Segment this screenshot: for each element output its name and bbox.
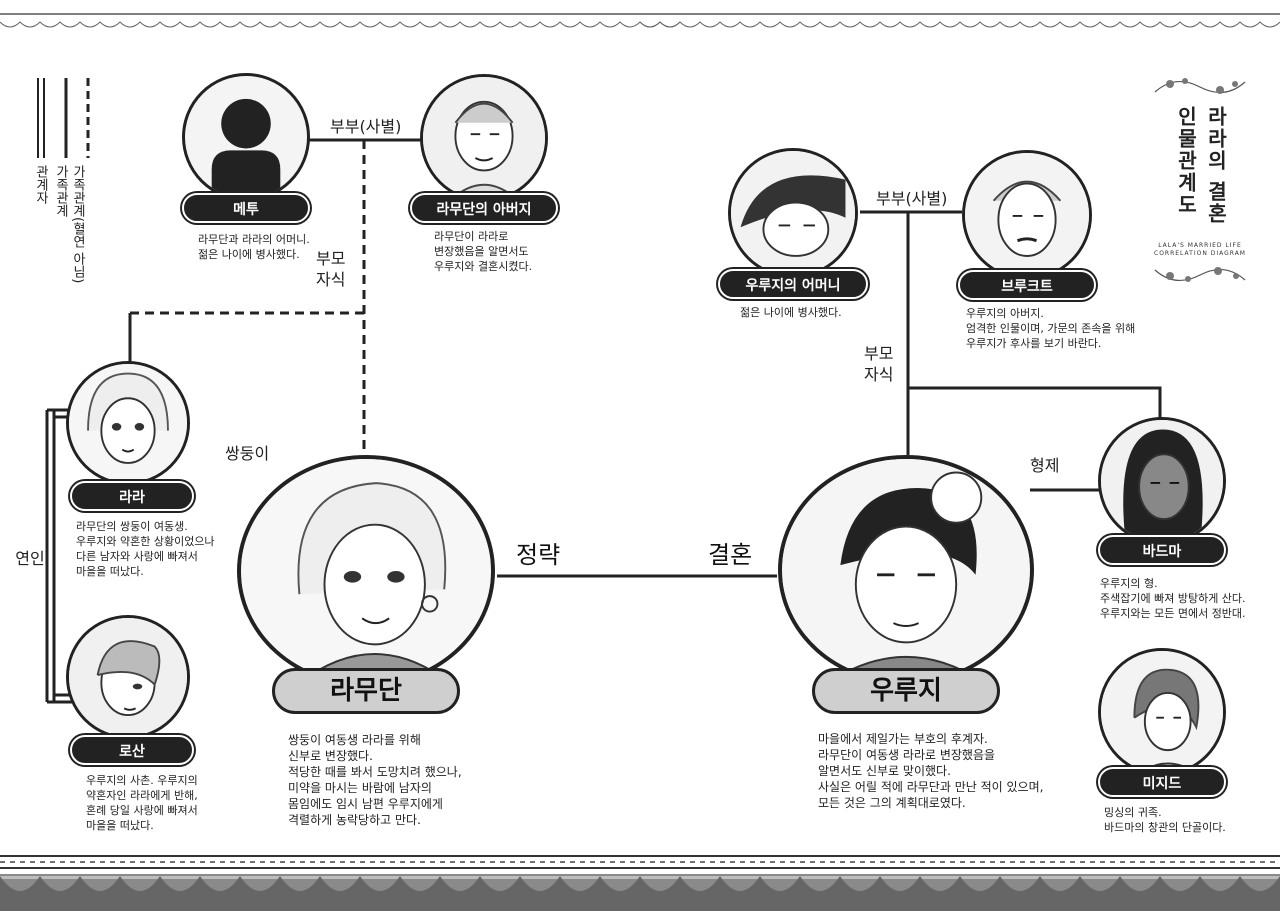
- title-line-2: 인물관계도: [1174, 106, 1198, 216]
- uruji-face-icon: [782, 459, 1030, 681]
- portrait-metu: [182, 73, 310, 201]
- title-english-1: LALA'S MARRIED LIFE: [1158, 242, 1242, 249]
- desc-mizid: 밍싱의 귀족. 바드마의 창관의 단골이다.: [1104, 806, 1226, 834]
- brucht-face-icon: [965, 153, 1089, 277]
- nameplate-lala: 라라: [70, 481, 194, 511]
- nameplate-uruji-mother: 우루지의 어머니: [718, 269, 868, 299]
- relation-twins: 쌍둥이: [225, 444, 270, 463]
- title-vine-ornament-bottom-icon: [1154, 267, 1246, 282]
- silhouette-icon: [211, 98, 281, 198]
- desc-badma: 우루지의 형. 주색잡기에 빠져 방탕하게 산다. 우루지와는 모든 면에서 정…: [1100, 577, 1246, 620]
- lala-face-icon: [69, 364, 187, 482]
- legend-double-line-label: 관계자: [33, 165, 48, 204]
- relation-parent-child-left: 부모 자식: [316, 249, 346, 289]
- relation-lovers: 연인: [15, 549, 45, 568]
- desc-metu: 라무단과 라라의 어머니. 젊은 나이에 병사했다.: [198, 233, 310, 261]
- desc-uruji: 마을에서 제일가는 부호의 후계자. 라무단이 여동생 라라로 변장했음을 알면…: [818, 732, 1044, 810]
- ramudan-face-icon: [241, 459, 491, 683]
- nameplate-badma: 바드마: [1098, 535, 1226, 565]
- portrait-brucht: [962, 150, 1092, 280]
- rosan-face-icon: [69, 618, 187, 736]
- portrait-rosan: [66, 615, 190, 739]
- mizid-face-icon: [1101, 651, 1223, 773]
- relation-engagement: 정략: [516, 541, 561, 569]
- portrait-uruji: [778, 455, 1034, 685]
- desc-brucht: 우루지의 아버지. 엄격한 인물이며, 가문의 존속을 위해 우루지가 후사를 …: [966, 307, 1136, 350]
- line-parent-lala-dashed: [128, 311, 364, 365]
- uruji-mother-face-icon: [731, 151, 855, 275]
- nameplate-rosan: 로산: [70, 735, 194, 765]
- relation-couple-left: 부부(사별): [330, 117, 402, 136]
- desc-uruji-mother: 젊은 나이에 병사했다.: [740, 306, 842, 319]
- nameplate-uruji: 우루지: [812, 668, 1000, 714]
- legend-lines: [37, 78, 90, 158]
- title-english-2: CORRELATION DIAGRAM: [1154, 250, 1246, 257]
- diagram-title: 라라의 결혼 인물관계도 LALA'S MARRIED LIFE CORRELA…: [1150, 72, 1250, 292]
- nameplate-mizid: 미지드: [1098, 767, 1226, 797]
- badma-face-icon: [1101, 420, 1223, 542]
- bottom-ornament-border: [0, 852, 1280, 911]
- desc-rosan: 우루지의 사촌. 우루지의 약혼자인 라라에게 반해, 혼례 당일 사랑에 빠져…: [86, 774, 198, 832]
- desc-lala: 라무단의 쌍둥이 여동생. 우루지와 약혼한 상황이었으나 다른 남자와 사랑에…: [76, 520, 215, 578]
- relation-parent-child-right: 부모 자식: [864, 344, 894, 384]
- title-vine-ornament-icon: [1154, 78, 1246, 94]
- relation-couple-right: 부부(사별): [876, 189, 948, 208]
- legend-solid-line-label: 가족관계: [53, 165, 68, 217]
- nameplate-ramudan: 라무단: [272, 668, 460, 714]
- relation-brothers: 형제: [1030, 456, 1060, 475]
- nameplate-ramudan-father: 라무단의 아버지: [410, 193, 558, 223]
- portrait-mizid: [1098, 648, 1226, 776]
- portrait-ramudan-father: [420, 74, 548, 202]
- top-ornament-border: [0, 13, 1280, 28]
- desc-ramudan-father: 라무단이 라라로 변장했음을 알면서도 우루지와 결혼시켰다.: [434, 230, 533, 273]
- nameplate-brucht: 브루크트: [958, 270, 1096, 300]
- legend-dashed-line-label: 가족관계(혈연 아님): [70, 165, 85, 284]
- portrait-lala: [66, 361, 190, 485]
- portrait-badma: [1098, 417, 1226, 545]
- elder-face-icon: [423, 77, 545, 199]
- title-line-1: 라라의 결혼: [1204, 106, 1228, 225]
- desc-ramudan: 쌍둥이 여동생 라라를 위해 신부로 변장했다. 적당한 때를 봐서 도망치려 …: [288, 733, 462, 827]
- portrait-uruji-mother: [728, 148, 858, 278]
- relation-marriage: 결혼: [708, 541, 753, 569]
- line-brothers: [908, 386, 1162, 420]
- nameplate-metu: 메투: [182, 193, 310, 223]
- portrait-ramudan: [237, 455, 495, 687]
